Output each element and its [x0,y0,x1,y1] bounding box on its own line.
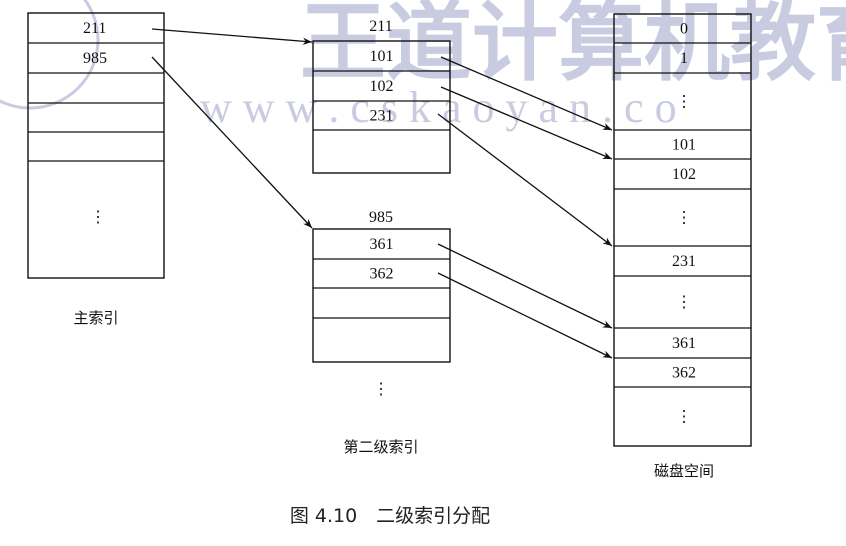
block-label-985: 985 [369,209,393,226]
second-entry: 362 [370,266,394,283]
main-index-caption: 主索引 [73,309,118,327]
second-entry: 361 [370,236,394,253]
block-label-211: 211 [369,18,392,35]
second-level-block-985: 361 362 [312,228,451,363]
pointer-arrow-211-101 [440,56,613,131]
second-entry: 102 [370,78,394,95]
second-level-block-985-frame [312,228,451,363]
pointer-arrow-211-231 [437,113,613,247]
disk-block: ⋮ [676,94,692,111]
main-index-table-frame [27,12,165,279]
pointer-arrow-985-361 [437,243,613,329]
svg-text:w w w . c s k a o y a n . c o: w w w . c s k a o y a n . c o [200,83,677,132]
second-level-block-211-frame [312,40,451,174]
watermark: 王道计算机教育 w w w . c s k a o y a n . c o [0,0,846,132]
disk-block: 231 [672,253,696,270]
figure-caption: 图 4.10 二级索引分配 [290,505,490,527]
pointer-arrow-211-102 [440,86,613,160]
main-entry: 211 [83,20,106,37]
main-entry: ⋮ [90,209,106,226]
pointer-arrow-main-211 [151,28,313,45]
svg-text:王道计算机教育: 王道计算机教育 [300,0,846,93]
more-blocks-ellipsis: ⋮ [373,381,389,398]
disk-block: ⋮ [676,210,692,227]
pointer-arrow-main-985 [151,56,313,229]
disk-caption: 磁盘空间 [654,462,714,480]
disk-block: 362 [672,365,696,382]
disk-block: 101 [672,137,696,154]
second-level-caption: 第二级索引 [343,438,418,456]
main-index-table: 211 985 ⋮ [27,12,165,279]
disk-block: ⋮ [676,409,692,426]
second-entry: 101 [370,48,394,65]
second-level-block-211: 101 102 231 [312,40,451,174]
disk-block: 0 [680,21,688,38]
disk-block: 102 [672,166,696,183]
pointer-arrow-985-362 [437,272,613,359]
main-entry: 985 [83,50,107,67]
disk-block: ⋮ [676,294,692,311]
disk-block: 361 [672,335,696,352]
disk-space: 0 1 ⋮ 101 102 ⋮ 231 ⋮ 361 362 ⋮ [613,13,752,447]
disk-block: 1 [680,50,688,67]
second-entry: 231 [370,108,394,125]
